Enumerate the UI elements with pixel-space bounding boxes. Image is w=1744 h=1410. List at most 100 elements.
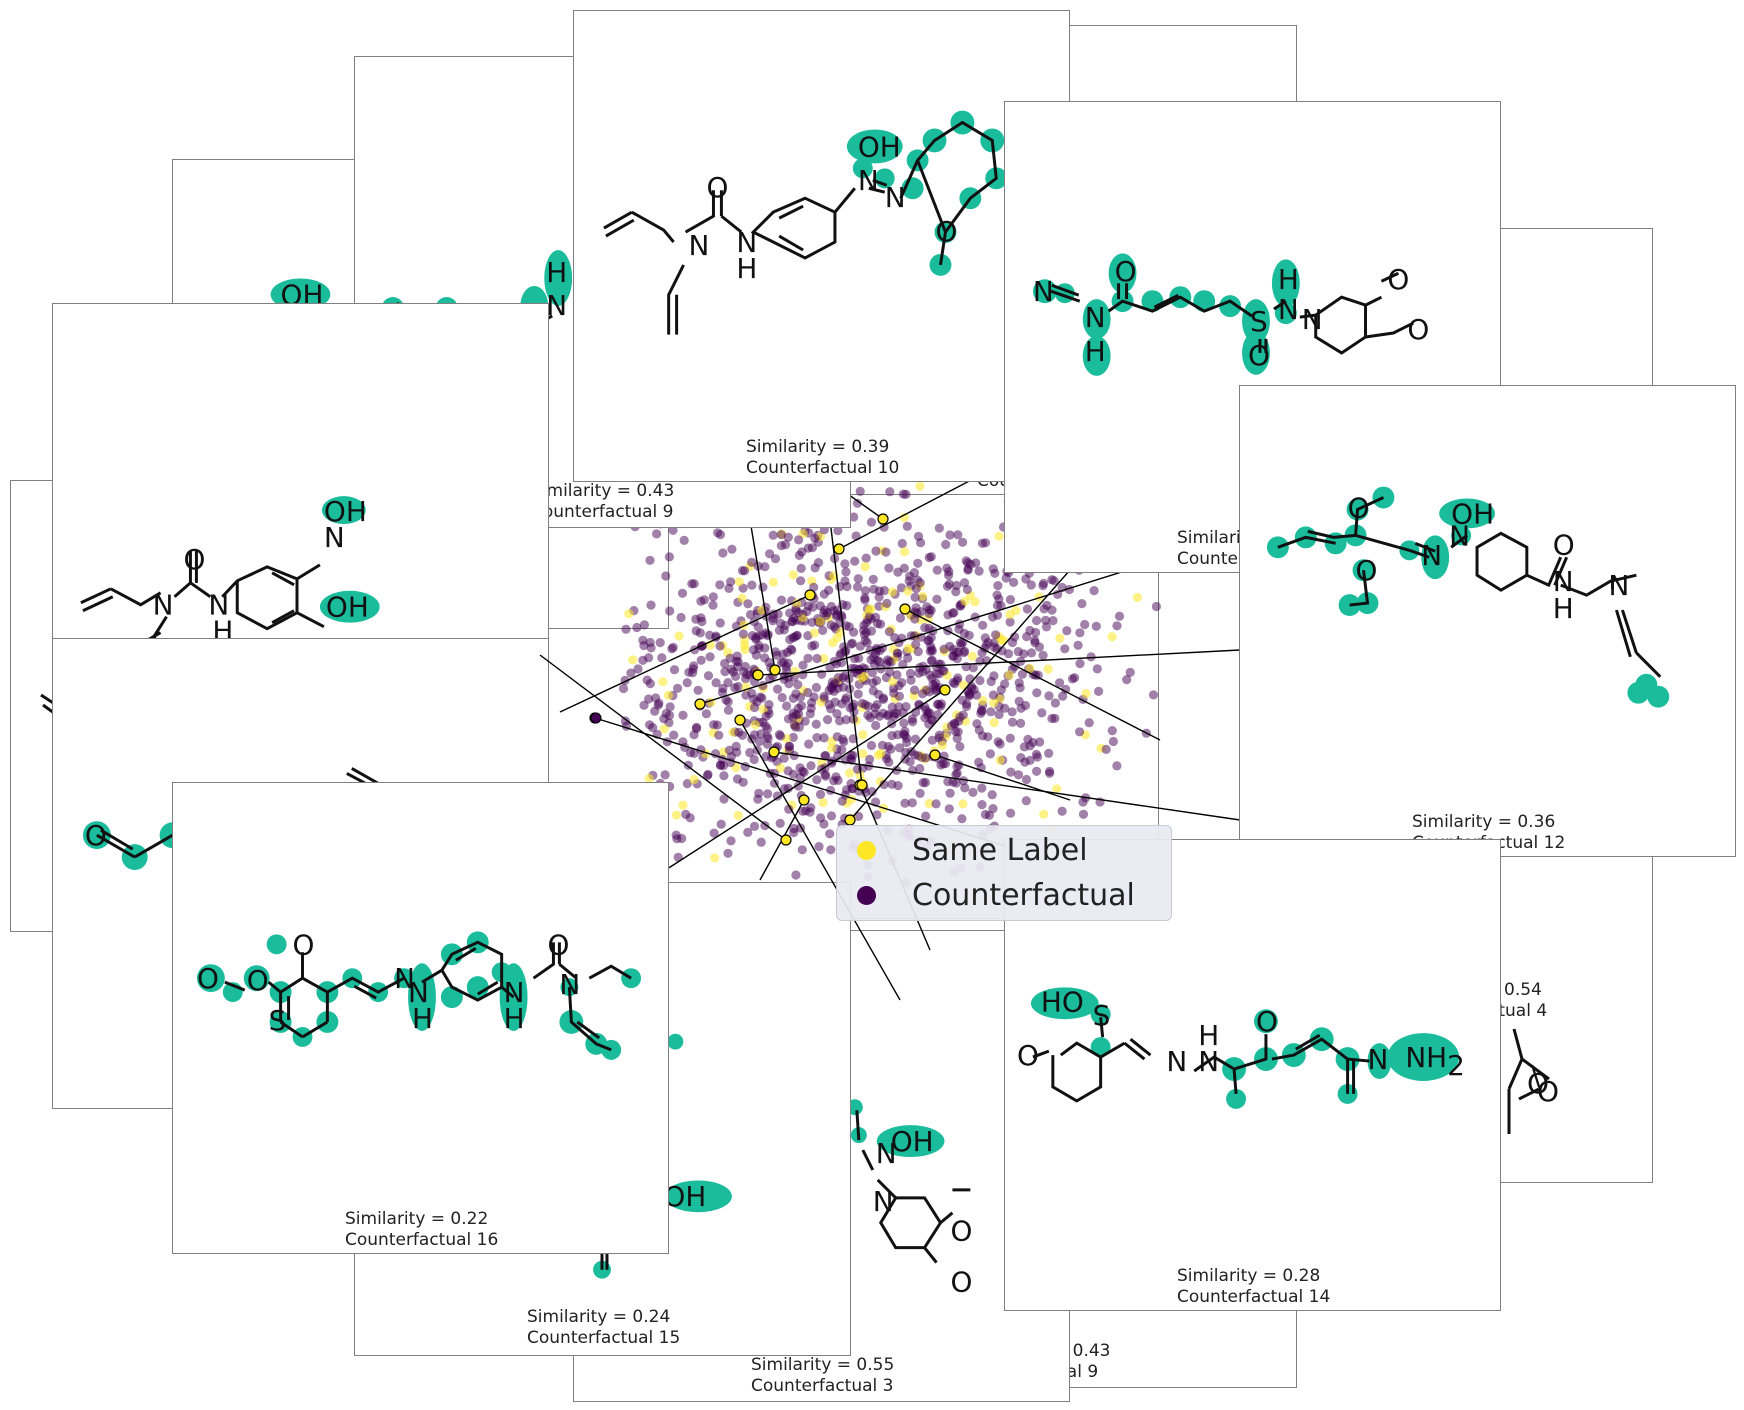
scatter-point-counterfactual bbox=[1007, 707, 1017, 717]
scatter-point-counterfactual bbox=[1080, 619, 1090, 630]
scatter-point-counterfactual bbox=[677, 588, 688, 598]
scatter-point-same-label bbox=[988, 698, 999, 708]
scatter-point-counterfactual bbox=[921, 811, 931, 821]
card-11-similarity: Similarit bbox=[1177, 528, 1248, 548]
counterfactual-arrow bbox=[649, 689, 946, 881]
svg-text:H: H bbox=[412, 1002, 433, 1035]
scatter-point-counterfactual bbox=[715, 760, 726, 770]
svg-text:O: O bbox=[1256, 1005, 1278, 1038]
scatter-point-counterfactual bbox=[715, 618, 725, 628]
scatter-point-counterfactual bbox=[723, 697, 733, 707]
svg-text:H: H bbox=[1085, 335, 1106, 368]
scatter-point-counterfactual bbox=[644, 653, 654, 663]
scatter-point-counterfactual bbox=[676, 612, 686, 623]
scatter-point-counterfactual bbox=[780, 620, 790, 631]
svg-text:O: O bbox=[183, 543, 205, 576]
scatter-point-counterfactual bbox=[810, 563, 820, 573]
scatter-point-counterfactual bbox=[894, 691, 905, 701]
scatter-point-same-label bbox=[658, 677, 668, 687]
scatter-point-same-label bbox=[1081, 688, 1091, 699]
scatter-point-counterfactual bbox=[826, 845, 836, 855]
scatter-point-counterfactual bbox=[1017, 669, 1027, 679]
svg-text:N: N bbox=[1553, 565, 1574, 598]
scatter-point-counterfactual bbox=[844, 622, 854, 632]
scatter-point-counterfactual bbox=[861, 553, 871, 563]
scatter-point-counterfactual bbox=[975, 675, 985, 686]
scatter-point-counterfactual bbox=[803, 653, 813, 663]
scatter-point-counterfactual bbox=[846, 779, 856, 789]
scatter-point-same-label bbox=[876, 748, 886, 758]
scatter-point-same-label bbox=[792, 598, 802, 609]
scatter-point-counterfactual bbox=[811, 682, 822, 693]
scatter-point-counterfactual bbox=[981, 640, 992, 650]
scatter-point-counterfactual bbox=[740, 566, 750, 576]
svg-text:O: O bbox=[1537, 1075, 1559, 1108]
scatter-point-counterfactual bbox=[1089, 586, 1099, 596]
scatter-point-counterfactual bbox=[893, 648, 903, 658]
scatter-point-counterfactual bbox=[1101, 744, 1111, 755]
scatter-point-counterfactual bbox=[1078, 809, 1089, 819]
scatter-point-counterfactual bbox=[818, 625, 828, 636]
scatter-point-counterfactual bbox=[901, 702, 911, 712]
scatter-point-counterfactual bbox=[1114, 611, 1125, 621]
legend-item-counterfactual: Counterfactual bbox=[857, 875, 1135, 915]
scatter-point-counterfactual bbox=[897, 538, 907, 549]
scatter-point-counterfactual bbox=[784, 741, 794, 752]
counterfactual-arrow bbox=[849, 569, 1071, 821]
scatter-point-counterfactual bbox=[841, 715, 851, 725]
scatter-point-counterfactual bbox=[882, 598, 892, 609]
scatter-point-counterfactual bbox=[1112, 761, 1122, 771]
scatter-point-same-label bbox=[1107, 632, 1117, 642]
scatter-point-counterfactual bbox=[849, 512, 859, 522]
scatter-point-counterfactual bbox=[902, 521, 912, 531]
svg-text:O: O bbox=[1387, 263, 1409, 296]
scatter-point-counterfactual bbox=[733, 662, 743, 672]
scatter-point-counterfactual bbox=[905, 757, 915, 767]
scatter-point-counterfactual bbox=[951, 770, 961, 780]
scatter-point-counterfactual bbox=[860, 586, 871, 596]
scatter-point-same-label bbox=[967, 651, 978, 661]
scatter-point-counterfactual bbox=[992, 590, 1002, 600]
scatter-point-counterfactual bbox=[1057, 806, 1067, 816]
svg-text:N: N bbox=[1033, 275, 1054, 308]
svg-text:HO: HO bbox=[1041, 985, 1084, 1018]
svg-text:O: O bbox=[1348, 491, 1370, 524]
svg-text:N: N bbox=[858, 164, 879, 197]
scatter-point-counterfactual bbox=[793, 680, 803, 690]
scatter-point-same-label bbox=[888, 676, 898, 687]
scatter-point-same-label bbox=[734, 577, 744, 587]
scatter-point-counterfactual bbox=[763, 789, 773, 799]
scatter-point-counterfactual bbox=[639, 620, 650, 630]
scatter-point-counterfactual bbox=[734, 727, 744, 738]
scatter-point-counterfactual bbox=[911, 639, 921, 650]
card-9-similarity: Similarity = 0.43 bbox=[531, 481, 675, 501]
scatter-point-counterfactual bbox=[695, 628, 705, 638]
svg-text:N: N bbox=[1421, 539, 1442, 572]
svg-text:N: N bbox=[546, 289, 567, 322]
scatter-point-same-label bbox=[1052, 784, 1062, 794]
scatter-point-same-label bbox=[644, 773, 654, 784]
scatter-point-same-label bbox=[737, 593, 747, 603]
svg-text:O: O bbox=[1553, 528, 1575, 561]
scatter-point-counterfactual bbox=[833, 673, 843, 683]
scatter-point-same-label bbox=[768, 577, 778, 587]
scatter-point-counterfactual bbox=[664, 552, 675, 562]
scatter-point-counterfactual bbox=[953, 530, 963, 540]
scatter-point-same-label bbox=[960, 596, 970, 606]
scatter-point-counterfactual bbox=[926, 656, 937, 666]
scatter-point-counterfactual bbox=[874, 592, 884, 602]
svg-text:OH: OH bbox=[891, 1125, 934, 1158]
scatter-point-counterfactual bbox=[974, 566, 984, 576]
scatter-point-counterfactual bbox=[921, 753, 931, 763]
scatter-point-counterfactual bbox=[949, 651, 959, 661]
scatter-point-counterfactual bbox=[810, 533, 820, 544]
scatter-point-counterfactual bbox=[1107, 726, 1117, 736]
scatter-point-same-label bbox=[903, 586, 913, 596]
scatter-point-counterfactual bbox=[902, 733, 912, 743]
scatter-point-same-label bbox=[994, 531, 1004, 541]
scatter-point-same-label bbox=[915, 481, 925, 491]
scatter-point-counterfactual bbox=[883, 655, 893, 665]
scatter-point-counterfactual bbox=[773, 684, 783, 694]
scatter-point-counterfactual bbox=[837, 796, 847, 806]
